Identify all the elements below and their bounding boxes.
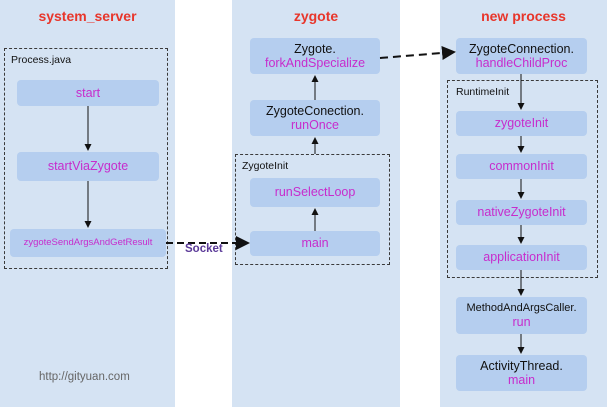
method-and-args-caller-node: MethodAndArgsCaller. run [456, 297, 587, 334]
zygote-init-method: zygoteInit [494, 116, 549, 131]
zygote-init-group: ZygoteInit [235, 154, 390, 265]
fork-arrow [379, 45, 456, 60]
main-node: main [250, 231, 380, 256]
fork-and-specialize-method: forkAndSpecialize [264, 56, 366, 70]
zygote-init-node: zygoteInit [456, 111, 587, 136]
start-label: start [75, 85, 101, 100]
application-init-label: applicationInit [483, 250, 560, 265]
activity-thread-class: ActivityThread. [480, 358, 563, 373]
main-label: main [301, 236, 329, 251]
native-zygote-init-label: nativeZygoteInit [477, 205, 566, 220]
run-once-class: ZygoteConection. [266, 103, 364, 118]
runtime-init-group: RuntimeInit [447, 80, 598, 278]
zygote-send-args-node: zygoteSendArgsAndGetResult [10, 229, 166, 257]
run-select-loop-node: runSelectLoop [250, 178, 380, 207]
runtime-init-label: RuntimeInit [456, 86, 510, 98]
handle-child-proc-node: ZygoteConnection. handleChildProc [456, 38, 587, 74]
start-via-zygote-label: startViaZygote [47, 159, 129, 174]
socket-label: Socket [185, 243, 223, 255]
method-and-args-caller-method: run [512, 314, 531, 329]
activity-thread-node: ActivityThread. main [456, 355, 587, 391]
handle-child-proc-class: ZygoteConnection. [469, 41, 574, 56]
run-once-node: ZygoteConection. runOnce [250, 100, 380, 136]
process-java-group: Process.java [4, 48, 168, 269]
zygote-send-args-label: zygoteSendArgsAndGetResult [23, 236, 153, 248]
fork-and-specialize-node: Zygote. forkAndSpecialize [250, 38, 380, 74]
process-java-label: Process.java [11, 54, 72, 66]
zygote-init-label: ZygoteInit [242, 160, 289, 172]
common-init-label: commonInit [489, 159, 554, 174]
run-select-loop-label: runSelectLoop [274, 185, 356, 200]
system-server-title: system_server [38, 8, 137, 24]
start-via-zygote-node: startViaZygote [17, 152, 159, 181]
zygote-title: zygote [293, 8, 339, 24]
application-init-node: applicationInit [456, 245, 587, 270]
run-once-method: runOnce [291, 118, 339, 132]
handle-child-proc-method: handleChildProc [475, 56, 568, 70]
footer-url: http://gityuan.com [39, 371, 130, 383]
start-node: start [17, 80, 159, 106]
native-zygote-init-node: nativeZygoteInit [456, 200, 587, 225]
new-process-title: new process [481, 8, 566, 24]
common-init-node: commonInit [456, 154, 587, 179]
method-and-args-caller-class: MethodAndArgsCaller. [466, 301, 577, 314]
fork-and-specialize-class: Zygote. [294, 41, 336, 56]
activity-thread-method: main [507, 373, 536, 387]
